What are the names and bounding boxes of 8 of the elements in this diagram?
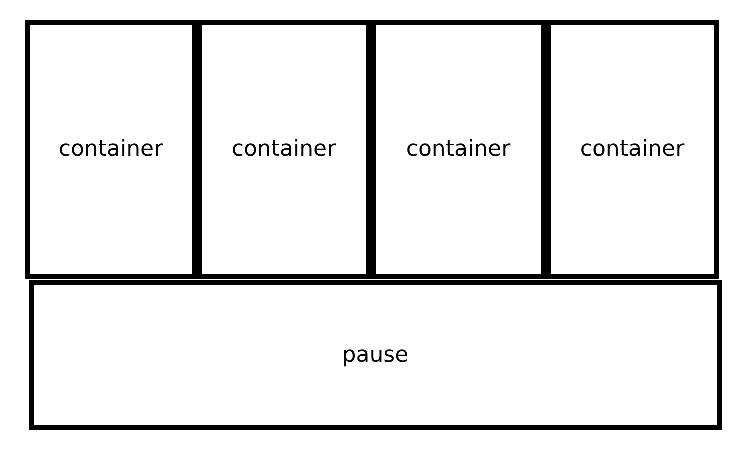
box-label: pause <box>342 342 409 368</box>
process-box <box>25 20 197 279</box>
box-label: container <box>58 137 164 162</box>
box-label: container <box>406 137 511 162</box>
box-label: container <box>232 137 336 162</box>
box-label: container <box>580 137 685 162</box>
process-box <box>29 280 722 430</box>
process-box <box>546 20 719 279</box>
